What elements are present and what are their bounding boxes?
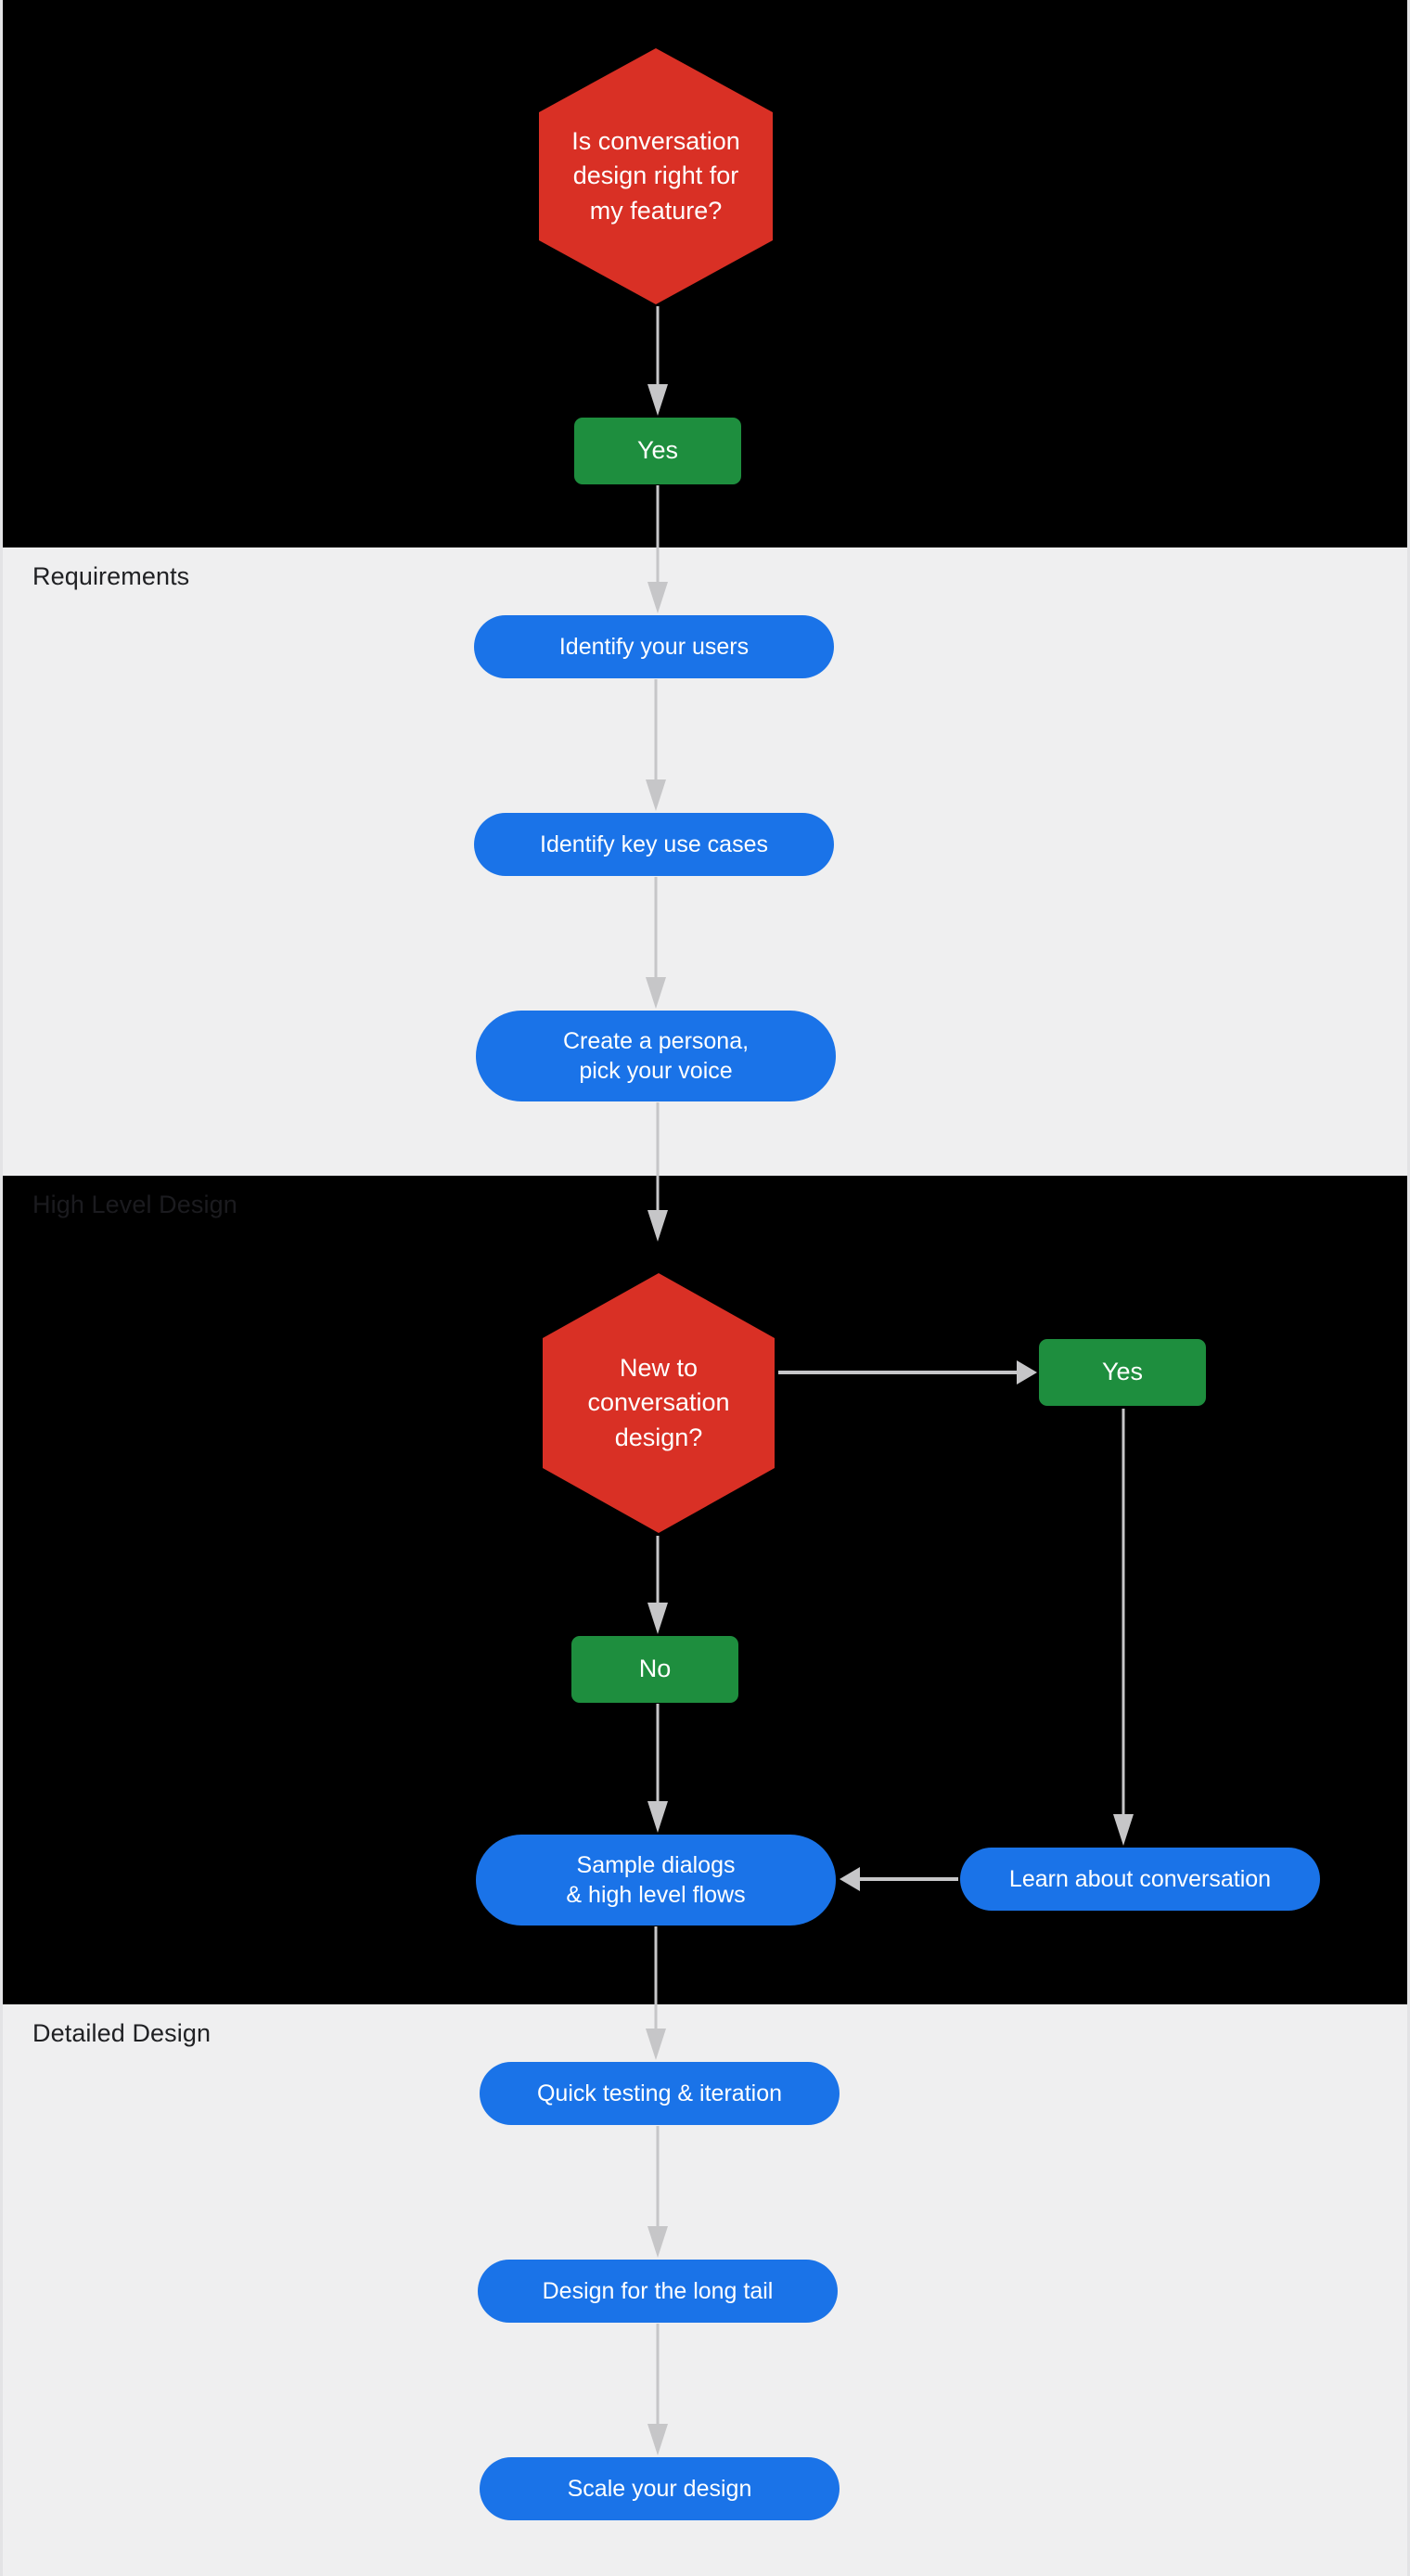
- node-q-conversation-design-right[interactable]: Is conversation design right for my featur…: [539, 48, 773, 304]
- node-label-line: Learn about conversation: [1008, 1865, 1272, 1892]
- node-sample-dialogs-flows[interactable]: Sample dialogs & high level flows: [476, 1835, 836, 1926]
- node-label-line: Create a persona,: [562, 1027, 750, 1054]
- node-answer-yes-right[interactable]: Yes: [1039, 1339, 1206, 1406]
- node-label-line: Quick testing & iteration: [536, 2080, 782, 2106]
- node-identify-key-use-cases[interactable]: Identify key use cases: [474, 813, 834, 876]
- node-label: Quick testing & iteration: [537, 2079, 782, 2109]
- node-label-line: pick your voice: [579, 1058, 733, 1084]
- node-label-line: New to: [619, 1354, 699, 1383]
- node-label: Sample dialogs & high level flows: [566, 1850, 745, 1911]
- node-label-line: Scale your design: [567, 2475, 752, 2502]
- section-label-requirements: Requirements: [32, 562, 190, 590]
- node-label: Identify key use cases: [540, 830, 768, 860]
- node-label: Create a persona, pick your voice: [563, 1026, 749, 1087]
- node-label: Scale your design: [568, 2474, 752, 2505]
- node-label: Is conversation design right for my featur…: [555, 124, 757, 228]
- node-label: New to conversation design?: [570, 1351, 746, 1455]
- node-answer-yes-top[interactable]: Yes: [574, 418, 741, 484]
- section-label-detailed: Detailed Design: [32, 2019, 212, 2047]
- node-label-line: Identify your users: [558, 633, 750, 660]
- hexagon-shape: [539, 48, 773, 304]
- node-label-line: my feature?: [589, 196, 723, 225]
- node-label-line: & high level flows: [566, 1882, 746, 1908]
- section-label-high-level: High Level Design: [32, 1191, 237, 1218]
- node-label-line: Is conversation: [571, 127, 740, 156]
- node-label-line: Yes: [636, 436, 679, 465]
- node-scale-your-design[interactable]: Scale your design: [480, 2457, 840, 2520]
- node-label-line: Identify key use cases: [540, 831, 768, 857]
- node-label-line: Design for the long tail: [542, 2277, 774, 2304]
- node-label-line: Sample dialogs: [576, 1851, 736, 1878]
- node-learn-about-conversation[interactable]: Learn about conversation: [960, 1848, 1320, 1911]
- node-quick-testing-iteration[interactable]: Quick testing & iteration: [480, 2062, 840, 2125]
- node-create-persona-pick-voice[interactable]: Create a persona, pick your voice: [476, 1011, 836, 1101]
- node-label-line: design?: [614, 1423, 703, 1451]
- node-identify-your-users[interactable]: Identify your users: [474, 615, 834, 678]
- node-label: Yes: [637, 434, 678, 467]
- node-label-line: Yes: [1101, 1358, 1144, 1386]
- node-label: Yes: [1102, 1356, 1143, 1388]
- node-label: Design for the long tail: [543, 2276, 774, 2307]
- node-answer-no[interactable]: No: [571, 1636, 738, 1703]
- node-label: Learn about conversation: [1009, 1864, 1271, 1895]
- node-label-line: conversation: [587, 1388, 730, 1417]
- node-design-long-tail[interactable]: Design for the long tail: [478, 2260, 838, 2323]
- node-label-line: design right for: [572, 161, 739, 190]
- node-label: Identify your users: [559, 632, 749, 663]
- node-q-new-to-conversation[interactable]: New to conversation design?: [543, 1273, 775, 1533]
- node-label: No: [639, 1653, 672, 1685]
- node-label-line: No: [638, 1655, 672, 1683]
